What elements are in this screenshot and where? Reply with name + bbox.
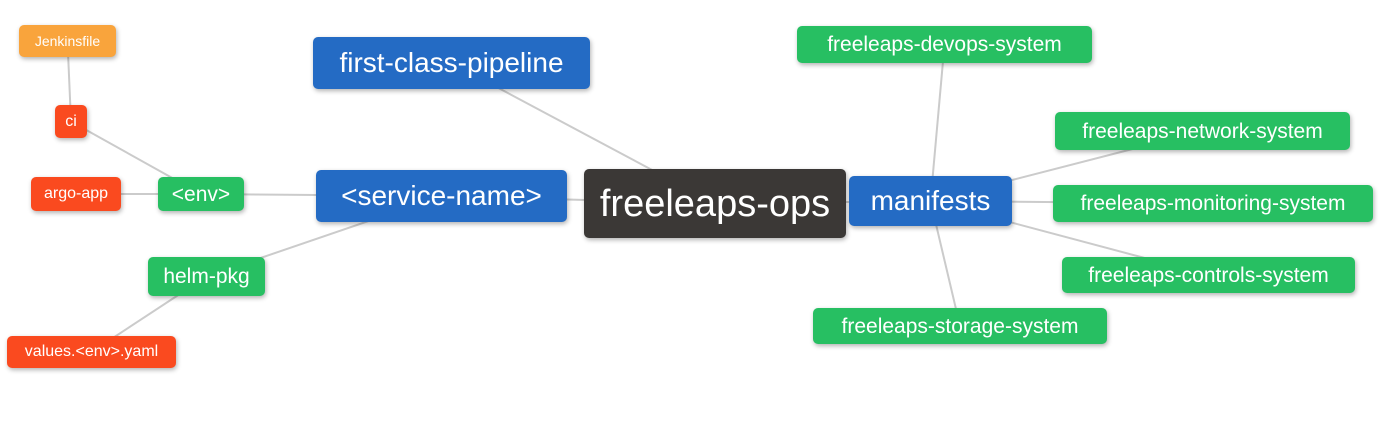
node-freeleaps-network-system[interactable]: freeleaps-network-system [1055,112,1350,150]
node-values-env-yaml[interactable]: values.<env>.yaml [7,336,176,368]
node-ci[interactable]: ci [55,105,87,138]
node-first-class-pipeline[interactable]: first-class-pipeline [313,37,590,89]
node-helm-pkg[interactable]: helm-pkg [148,257,265,296]
node-freeleaps-devops-system[interactable]: freeleaps-devops-system [797,26,1092,63]
node-freeleaps-controls-system[interactable]: freeleaps-controls-system [1062,257,1355,293]
node-env[interactable]: <env> [158,177,244,211]
node-freeleaps-ops-root[interactable]: freeleaps-ops [584,169,846,238]
node-service-name[interactable]: <service-name> [316,170,567,222]
node-argo-app[interactable]: argo-app [31,177,121,211]
edge-freeleaps-devops-system--manifests [929,44,946,202]
node-manifests[interactable]: manifests [849,176,1012,226]
node-jenkinsfile[interactable]: Jenkinsfile [19,25,116,57]
node-freeleaps-storage-system[interactable]: freeleaps-storage-system [813,308,1107,344]
node-freeleaps-monitoring-system[interactable]: freeleaps-monitoring-system [1053,185,1373,222]
